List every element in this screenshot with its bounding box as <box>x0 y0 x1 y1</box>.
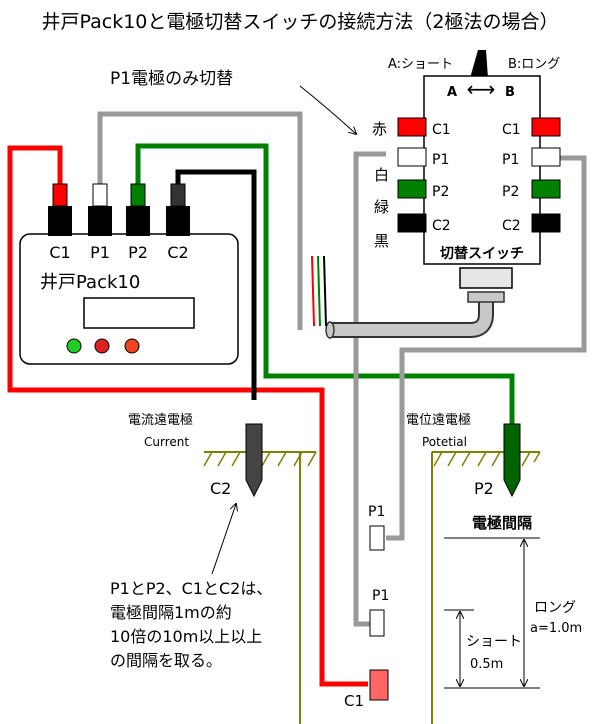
p2-label: P2 <box>474 479 494 498</box>
c1-electrode <box>369 669 389 701</box>
note-line-2: 電極間隔1mの約 <box>110 603 232 622</box>
switch-left-p2: P2 <box>432 184 449 200</box>
switch-left-p1: P1 <box>432 152 449 168</box>
black-wire <box>175 169 257 400</box>
p1-short-electrode <box>369 609 385 637</box>
potential-title: 電位遠電極 <box>406 412 471 428</box>
switch-pos-a: A:ショート <box>388 57 453 72</box>
green-wire <box>135 143 515 424</box>
current-electrode <box>245 423 263 498</box>
p1-short-label: P1 <box>372 588 389 604</box>
spacing-long-value: a=1.0m <box>530 621 582 636</box>
switch-a-label: A <box>447 85 457 100</box>
spacing-long: ロング <box>534 600 576 616</box>
switch-left-c2: C2 <box>432 218 451 234</box>
p1-short-wire <box>353 151 386 627</box>
p1-note-arrow <box>299 85 356 134</box>
current-sub: Current <box>144 435 189 449</box>
switch-arrow: ⟷ <box>467 77 496 101</box>
spacing-dimensions: 電極間隔 ロング a=1.0m ショート 0.5m <box>444 514 582 689</box>
device-name: 井戸Pack10 <box>40 272 140 293</box>
spacing-title: 電極間隔 <box>472 514 532 532</box>
page-title: 井戸Pack10と電極切替スイッチの接続方法（2極法の場合） <box>42 11 559 33</box>
p1-gray-wire <box>97 111 303 330</box>
c1-label: C1 <box>344 692 364 710</box>
p1-long-label: P1 <box>368 504 385 520</box>
color-label-white: 白 <box>374 166 389 184</box>
note-arrow <box>211 504 236 575</box>
device-terminal-c1: C1 <box>49 243 70 262</box>
p1-switch-note: P1電極のみ切替 <box>110 69 233 89</box>
device-led-red <box>94 338 110 354</box>
note-line-1: P1とP2、C1とC2は、 <box>110 579 272 598</box>
device: C1 P1 P2 C2 井戸Pack10 <box>19 183 239 365</box>
note-line-3: 10倍の10m以上以上 <box>110 627 262 646</box>
switch-right-c1: C1 <box>502 122 521 138</box>
spacing-short-value: 0.5m <box>470 657 503 672</box>
color-label-green: 緑 <box>374 198 389 216</box>
switch-box: A:ショート B:ロング A ⟷ B 切替スイッチ C1 P1 P2 C2 C1… <box>388 50 561 265</box>
potential-sub: Potetial <box>422 435 467 449</box>
device-led-orange <box>124 338 140 354</box>
p1-long-wire <box>386 155 587 541</box>
device-terminal-p1: P1 <box>90 243 110 262</box>
switch-pos-b: B:ロング <box>508 57 560 72</box>
switch-b-label: B <box>505 85 515 100</box>
switch-left-c1: C1 <box>432 122 451 138</box>
device-led-green <box>66 338 82 354</box>
spacing-short: ショート <box>466 634 522 650</box>
note-line-4: の間隔を取る。 <box>110 651 222 670</box>
switch-cable <box>311 255 513 339</box>
switch-right-c2: C2 <box>502 218 521 234</box>
switch-name: 切替スイッチ <box>440 245 524 262</box>
red-wire <box>7 145 368 687</box>
c2-label: C2 <box>210 479 231 498</box>
current-title: 電流遠電極 <box>128 412 193 428</box>
color-label-red: 赤 <box>372 120 387 138</box>
switch-right-p2: P2 <box>502 184 519 200</box>
switch-right-p1: P1 <box>502 152 519 168</box>
potential-electrode <box>503 423 521 498</box>
device-terminal-p2: P2 <box>128 243 148 262</box>
ground <box>203 451 541 724</box>
device-display <box>83 297 195 329</box>
color-label-black: 黒 <box>374 232 389 250</box>
p1-long-electrode <box>369 525 385 551</box>
device-terminal-c2: C2 <box>167 243 188 262</box>
